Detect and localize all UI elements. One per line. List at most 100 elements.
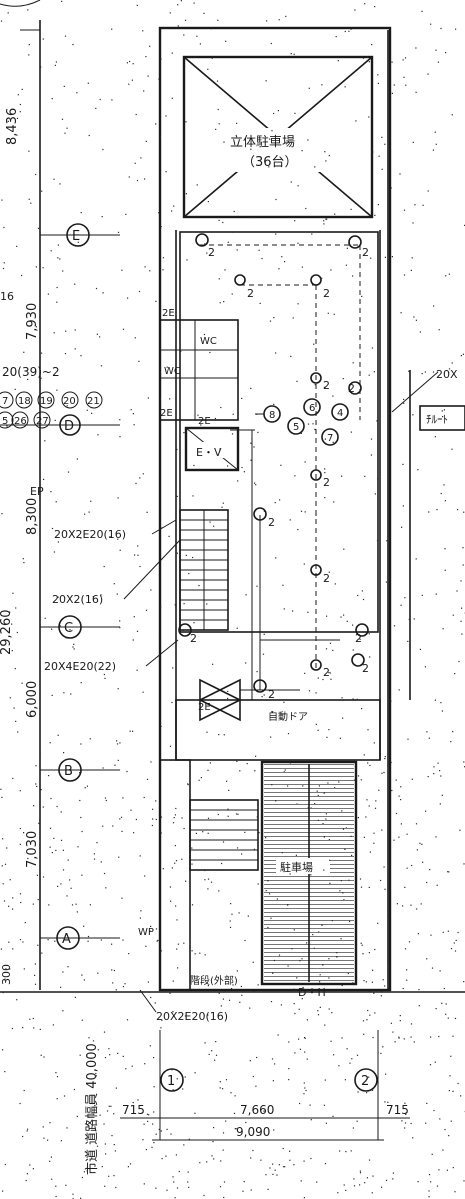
noise-dot	[422, 861, 424, 863]
parking-tower: 立体駐車場 （36台）	[182, 55, 374, 219]
noise-dot	[270, 1001, 273, 1003]
noise-dot	[162, 257, 165, 259]
noise-dot	[228, 999, 231, 1001]
svg-text:20X2(16): 20X2(16)	[52, 593, 103, 606]
noise-dot	[202, 831, 204, 833]
noise-dot	[256, 816, 258, 818]
noise-dot	[231, 913, 233, 915]
noise-dot	[403, 76, 405, 78]
noise-dot	[365, 981, 367, 983]
noise-dot	[64, 35, 67, 37]
noise-dot	[137, 554, 139, 556]
noise-dot	[184, 19, 187, 21]
noise-dot	[301, 998, 303, 1000]
noise-dot	[227, 815, 229, 817]
noise-dot	[344, 848, 346, 850]
noise-dot	[119, 549, 121, 551]
noise-dot	[442, 931, 444, 933]
noise-dot	[349, 1062, 351, 1064]
noise-dot	[3, 900, 6, 902]
circle-number-row: 7 18 19 20 21	[0, 391, 103, 409]
noise-dot	[177, 967, 179, 969]
noise-dot	[408, 370, 410, 372]
noise-dot	[398, 689, 400, 691]
noise-dot	[37, 944, 39, 946]
noise-dot	[312, 423, 314, 425]
dim-8436: 8,436	[5, 108, 20, 145]
noise-dot	[222, 841, 225, 843]
noise-dot	[425, 1122, 427, 1124]
noise-dot	[237, 480, 239, 482]
noise-dot	[175, 807, 177, 810]
noise-dot	[19, 790, 21, 792]
noise-dot	[223, 1196, 225, 1199]
noise-dot	[317, 1014, 320, 1016]
noise-dot	[35, 266, 37, 268]
noise-dot	[125, 213, 127, 215]
noise-dot	[324, 1079, 326, 1081]
noise-dot	[70, 887, 72, 889]
noise-dot	[199, 43, 201, 45]
noise-dot	[415, 91, 417, 93]
noise-dot	[220, 406, 222, 409]
noise-dot	[432, 371, 435, 373]
noise-dot	[451, 114, 453, 116]
noise-dot	[410, 1036, 412, 1038]
noise-dot	[328, 977, 330, 979]
noise-dot	[275, 352, 277, 354]
noise-dot	[93, 853, 95, 855]
noise-dot	[456, 590, 458, 592]
noise-dot	[63, 1095, 66, 1097]
noise-dot	[367, 1009, 369, 1012]
noise-dot	[21, 682, 23, 684]
noise-dot	[173, 759, 175, 761]
noise-dot	[361, 295, 363, 297]
noise-dot	[208, 1053, 210, 1055]
noise-dot	[403, 209, 406, 211]
noise-dot	[69, 629, 71, 631]
noise-dot	[22, 558, 24, 560]
noise-dot	[305, 207, 307, 210]
noise-dot	[289, 1150, 291, 1152]
noise-dot	[122, 986, 125, 988]
noise-dot	[65, 1184, 67, 1186]
noise-dot	[398, 836, 400, 838]
noise-dot	[114, 764, 116, 766]
noise-dot	[177, 943, 179, 945]
noise-dot	[326, 218, 328, 220]
svg-text:C: C	[64, 621, 73, 636]
noise-dot	[183, 942, 185, 944]
noise-dot	[174, 814, 176, 816]
noise-dot	[457, 1082, 459, 1085]
noise-dot	[321, 277, 323, 279]
noise-dot	[420, 903, 422, 905]
noise-dot	[341, 1037, 343, 1039]
noise-dot	[300, 510, 303, 512]
noise-dot	[408, 941, 411, 943]
noise-dot	[79, 772, 81, 774]
noise-dot	[289, 762, 291, 764]
noise-dot	[343, 548, 345, 550]
noise-dot	[427, 73, 429, 75]
noise-dot	[196, 35, 198, 37]
noise-dot	[42, 806, 44, 808]
noise-dot	[383, 771, 385, 774]
noise-dot	[127, 1166, 129, 1168]
noise-dot	[153, 1111, 155, 1113]
noise-dot	[245, 662, 247, 664]
noise-dot	[406, 979, 408, 981]
noise-dot	[368, 374, 370, 376]
noise-dot	[102, 767, 104, 769]
noise-dot	[62, 869, 65, 871]
noise-dot	[369, 851, 371, 853]
noise-dot	[254, 770, 256, 772]
noise-dot	[322, 964, 324, 966]
noise-dot	[463, 761, 465, 763]
noise-dot	[375, 800, 377, 802]
noise-dot	[391, 61, 393, 63]
noise-dot	[346, 620, 348, 622]
noise-dot	[132, 639, 134, 641]
noise-dot	[306, 1058, 308, 1060]
noise-dot	[350, 208, 352, 210]
noise-dot	[430, 1036, 432, 1038]
